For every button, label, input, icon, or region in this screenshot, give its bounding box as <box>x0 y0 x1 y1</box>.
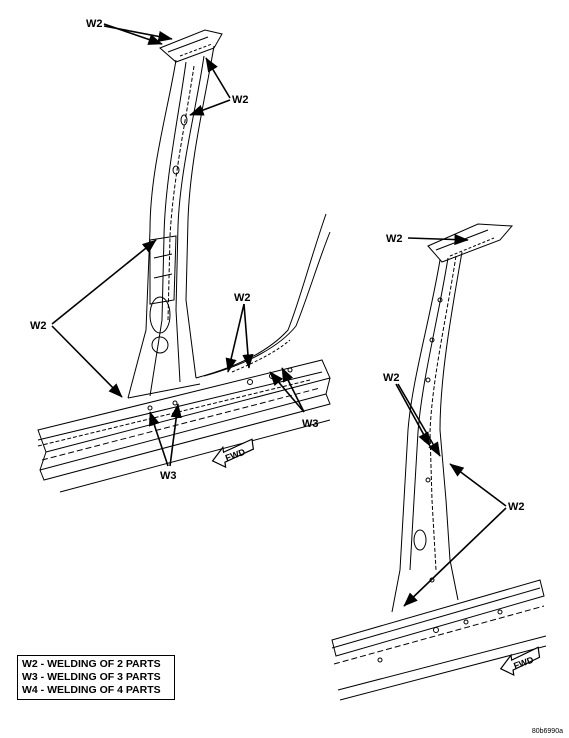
legend-row-w2: W2 - WELDING OF 2 PARTS <box>22 658 161 670</box>
figure-reference-id: 80b6990a <box>531 728 563 735</box>
fwd-label-left: FWD <box>224 447 247 464</box>
weld-legend: W2 - WELDING OF 2 PARTS W3 - WELDING OF … <box>17 655 175 700</box>
callout-w2-right-lower: W2 <box>508 501 525 513</box>
legend-row-w3: W3 - WELDING OF 3 PARTS <box>22 671 161 683</box>
callout-w2-mid-left: W2 <box>30 320 47 332</box>
leader-lines <box>51 23 507 607</box>
callout-w2-top-left: W2 <box>86 18 103 30</box>
callout-w2-right-top: W2 <box>386 233 403 245</box>
callout-w3-sill-lower: W3 <box>160 470 177 482</box>
fwd-arrow-left: FWD <box>211 438 255 469</box>
fwd-label-right: FWD <box>512 654 535 671</box>
left-pillar-assembly <box>37 29 331 493</box>
callout-w3-sill-right: W3 <box>302 418 319 430</box>
legend-row-w4: W4 - WELDING OF 4 PARTS <box>22 684 161 696</box>
callout-w2-right-mid: W2 <box>383 372 400 384</box>
fwd-arrow-right: FWD <box>499 646 541 677</box>
callout-w2-sill-upper: W2 <box>234 292 251 304</box>
callout-w2-top-right: W2 <box>232 94 249 106</box>
right-pillar-assembly <box>331 223 547 701</box>
